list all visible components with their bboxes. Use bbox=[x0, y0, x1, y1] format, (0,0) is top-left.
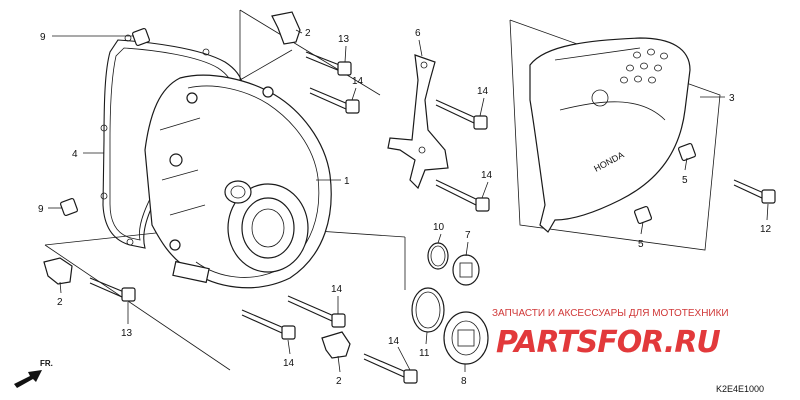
bolt-14-lower-b bbox=[241, 309, 296, 340]
callout-1: 1 bbox=[344, 176, 350, 187]
bolt-14-upper bbox=[309, 87, 360, 114]
bolt-14-lower-c bbox=[363, 353, 418, 384]
bolt-13-top bbox=[305, 51, 352, 76]
bolt-14-bracket-top bbox=[435, 99, 488, 130]
o-ring-parts bbox=[411, 242, 449, 333]
callout-13-top: 13 bbox=[338, 34, 350, 45]
callout-2-bottom: 2 bbox=[336, 376, 342, 387]
callout-14-bracket-low: 14 bbox=[481, 170, 493, 181]
outer-cover-part: HONDA bbox=[509, 19, 721, 251]
callout-3: 3 bbox=[729, 93, 735, 104]
callout-4: 4 bbox=[72, 149, 78, 160]
callout-8: 8 bbox=[461, 376, 467, 387]
callout-6: 6 bbox=[415, 28, 421, 39]
callout-5-lower: 5 bbox=[638, 239, 644, 250]
callout-5-upper: 5 bbox=[682, 175, 688, 186]
watermark-text: ЗАПЧАСТИ И АКСЕССУАРЫ ДЛЯ МОТОТЕХНИКИ bbox=[492, 308, 729, 319]
bolt-parts bbox=[89, 51, 776, 384]
callout-14-bracket-top: 14 bbox=[477, 86, 489, 97]
bracket-part bbox=[387, 54, 449, 190]
leader-lines bbox=[48, 29, 769, 373]
callout-numbers: 1 2 2 2 3 4 5 5 6 7 8 9 9 10 11 12 13 13… bbox=[38, 28, 772, 387]
callout-9-lower: 9 bbox=[38, 204, 44, 215]
dowel-pin-parts bbox=[59, 27, 151, 217]
callout-11: 11 bbox=[419, 348, 430, 359]
callout-9-upper: 9 bbox=[40, 32, 46, 43]
callout-14-upper: 14 bbox=[352, 76, 364, 87]
callout-7: 7 bbox=[465, 230, 471, 241]
callout-14-lower-b: 14 bbox=[283, 358, 295, 369]
bolt-13-bottom bbox=[89, 277, 136, 302]
o-ring-large bbox=[411, 287, 445, 333]
watermark: ЗАПЧАСТИ И АКСЕССУАРЫ ДЛЯ МОТОТЕХНИКИ PA… bbox=[492, 308, 729, 360]
callout-13-bottom: 13 bbox=[121, 328, 133, 339]
cap-parts bbox=[443, 254, 489, 365]
front-direction-arrow-icon: FR. bbox=[14, 359, 53, 388]
drawing-code: K2E4E1000 bbox=[716, 384, 764, 394]
cover-vent-holes bbox=[620, 48, 668, 84]
crankcase-cover-part bbox=[144, 74, 332, 289]
callout-12: 12 bbox=[760, 224, 772, 235]
collar-parts bbox=[633, 142, 697, 225]
bolt-14-bracket-low bbox=[435, 179, 490, 212]
callout-2-left: 2 bbox=[57, 297, 63, 308]
bolt-14-lower-a bbox=[287, 295, 346, 328]
callout-14-lower-a: 14 bbox=[331, 284, 343, 295]
callout-10: 10 bbox=[433, 222, 445, 233]
direction-label: FR. bbox=[40, 359, 53, 368]
clamp-parts bbox=[43, 11, 351, 359]
watermark-logo: PARTSFOR.RU bbox=[496, 325, 720, 360]
callout-2-top: 2 bbox=[305, 28, 311, 39]
callout-14-lower-c: 14 bbox=[388, 336, 400, 347]
bolt-12 bbox=[733, 179, 776, 204]
